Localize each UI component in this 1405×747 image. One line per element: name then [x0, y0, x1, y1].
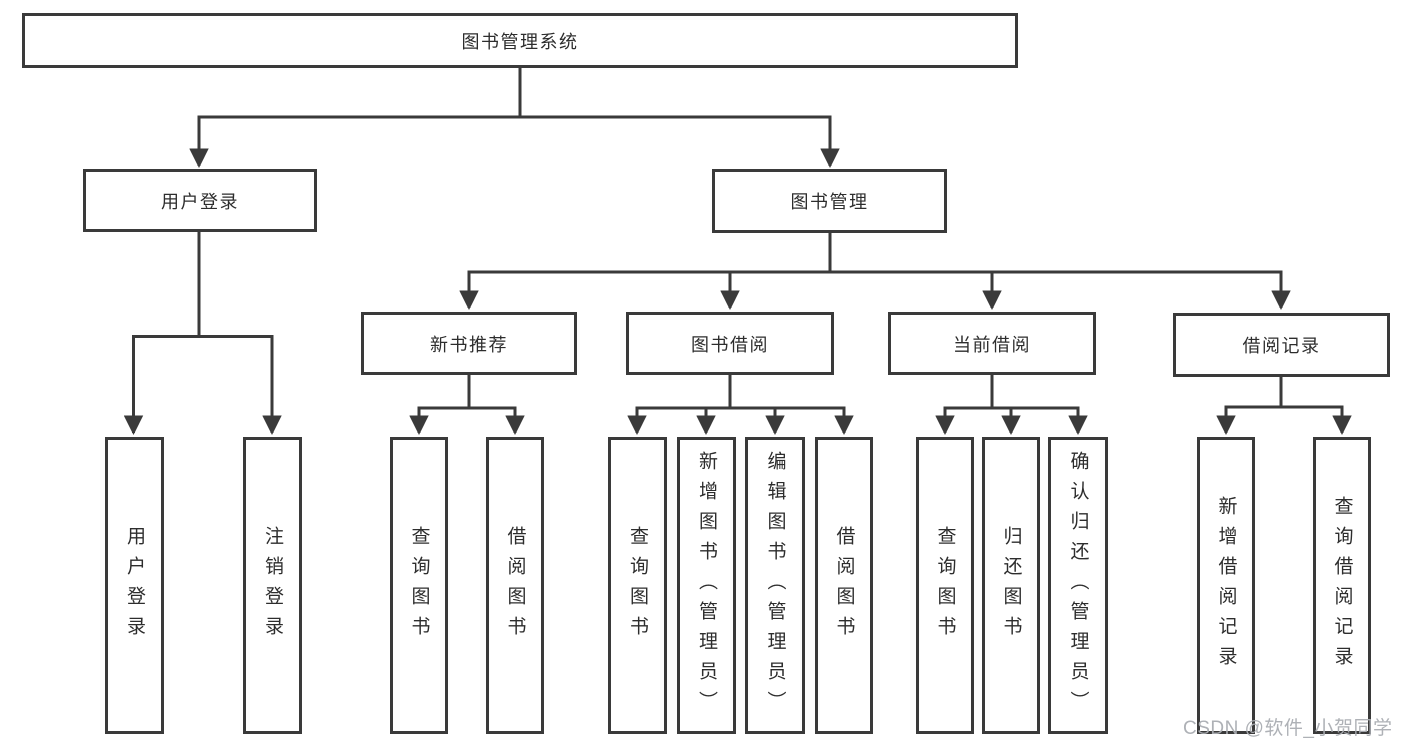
leaf-query-books-nb: 查询图书: [390, 437, 448, 734]
node-current-borrowing: 当前借阅: [888, 312, 1096, 375]
leaf-confirm-return-admin-label: 确认归还（管理员）: [1067, 450, 1089, 721]
wire-user-login-split: [132, 232, 274, 338]
leaf-add-books-admin: 新增图书（管理员）: [677, 437, 736, 734]
node-user-login: 用户登录: [83, 169, 317, 232]
wire-current-borrow-split: [943, 375, 1080, 410]
wire-book-borrow-split: [635, 375, 846, 410]
leaf-return-books: 归还图书: [982, 437, 1040, 734]
leaf-logout: 注销登录: [243, 437, 302, 734]
node-new-book-recommend-label: 新书推荐: [430, 334, 508, 355]
node-book-borrowing: 图书借阅: [626, 312, 834, 375]
leaf-query-books-bb: 查询图书: [608, 437, 667, 734]
leaf-borrow-books-bb: 借阅图书: [815, 437, 873, 734]
leaf-query-borrow-record-label: 查询借阅记录: [1331, 495, 1353, 676]
node-library-system-label: 图书管理系统: [461, 31, 579, 52]
leaf-query-books-cb: 查询图书: [916, 437, 974, 734]
leaf-confirm-return-admin: 确认归还（管理员）: [1048, 437, 1108, 734]
leaf-borrow-books-bb-label: 借阅图书: [833, 525, 855, 646]
leaf-add-borrow-record-label: 新增借阅记录: [1215, 495, 1237, 676]
leaf-borrow-books-nb: 借阅图书: [486, 437, 544, 734]
leaf-add-borrow-record: 新增借阅记录: [1197, 437, 1255, 734]
leaf-return-books-label: 归还图书: [1000, 525, 1022, 646]
leaf-edit-books-admin: 编辑图书（管理员）: [745, 437, 805, 734]
leaf-edit-books-admin-label: 编辑图书（管理员）: [764, 450, 786, 721]
node-library-system: 图书管理系统: [22, 13, 1018, 68]
wire-new-book-split: [417, 375, 517, 410]
node-current-borrowing-label: 当前借阅: [953, 334, 1031, 355]
leaf-add-books-admin-label: 新增图书（管理员）: [696, 450, 717, 721]
node-user-login-label: 用户登录: [161, 191, 239, 212]
node-borrowing-records: 借阅记录: [1173, 313, 1390, 377]
node-book-management: 图书管理: [712, 169, 947, 233]
leaf-query-borrow-record: 查询借阅记录: [1313, 437, 1371, 734]
wire-root-split: [197, 68, 832, 119]
leaf-query-books-nb-label: 查询图书: [408, 525, 430, 646]
node-book-management-label: 图书管理: [790, 192, 869, 212]
wire-borrow-record-split: [1224, 377, 1344, 409]
node-borrowing-records-label: 借阅记录: [1242, 336, 1321, 356]
node-new-book-recommend: 新书推荐: [361, 312, 577, 375]
node-book-borrowing-label: 图书借阅: [691, 334, 769, 355]
leaf-query-books-bb-label: 查询图书: [627, 525, 648, 646]
leaf-user-login: 用户登录: [105, 437, 164, 734]
leaf-query-books-cb-label: 查询图书: [934, 525, 956, 646]
csdn-watermark: CSDN @软件_小贺同学: [1183, 718, 1393, 739]
leaf-logout-label: 注销登录: [262, 525, 283, 646]
leaf-user-login-label: 用户登录: [124, 525, 145, 646]
wire-book-mgmt-split: [467, 233, 1283, 274]
leaf-borrow-books-nb-label: 借阅图书: [504, 525, 526, 646]
